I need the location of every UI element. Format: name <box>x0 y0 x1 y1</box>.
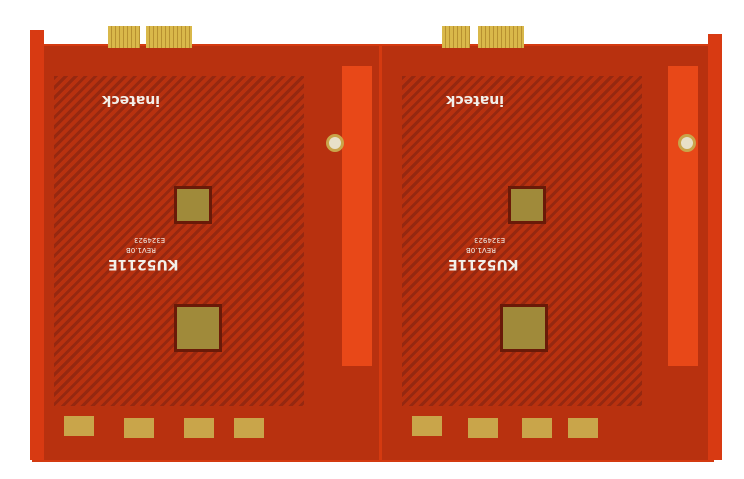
pad <box>64 416 94 436</box>
gold-fingers-left-b <box>146 26 192 48</box>
pad <box>412 416 442 436</box>
pcb-right: inateck KU5211E REV1.0B E324923 <box>380 26 714 462</box>
trace-area <box>54 76 304 406</box>
gold-fingers-right-b <box>478 26 524 48</box>
pad <box>184 418 214 438</box>
edge-stripe <box>342 66 372 366</box>
usb-controller-chip <box>174 186 212 224</box>
edge-stripe <box>668 66 698 366</box>
main-controller-chip <box>174 304 222 352</box>
pad <box>234 418 264 438</box>
revision-label: REV1.0B <box>466 246 497 254</box>
mounting-hole <box>326 134 344 152</box>
cert-label: E324923 <box>474 236 506 244</box>
main-controller-chip <box>500 304 548 352</box>
usb-controller-chip <box>508 186 546 224</box>
mounting-hole <box>678 134 696 152</box>
brand-label: inateck <box>102 92 161 108</box>
pcb-left: inateck KU5211E REV1.0B E324923 <box>32 26 381 462</box>
gold-fingers-right-a <box>442 26 470 48</box>
breakaway-rail-right <box>708 34 722 460</box>
model-label: KU5211E <box>448 256 519 272</box>
trace-area <box>402 76 642 406</box>
brand-label: inateck <box>446 92 505 108</box>
pad <box>568 418 598 438</box>
revision-label: REV1.0B <box>126 246 157 254</box>
pad <box>468 418 498 438</box>
pad <box>522 418 552 438</box>
pad <box>124 418 154 438</box>
cert-label: E324923 <box>134 236 166 244</box>
gold-fingers-left-a <box>108 26 140 48</box>
breakaway-rail-left <box>30 30 44 460</box>
model-label: KU5211E <box>108 256 179 272</box>
